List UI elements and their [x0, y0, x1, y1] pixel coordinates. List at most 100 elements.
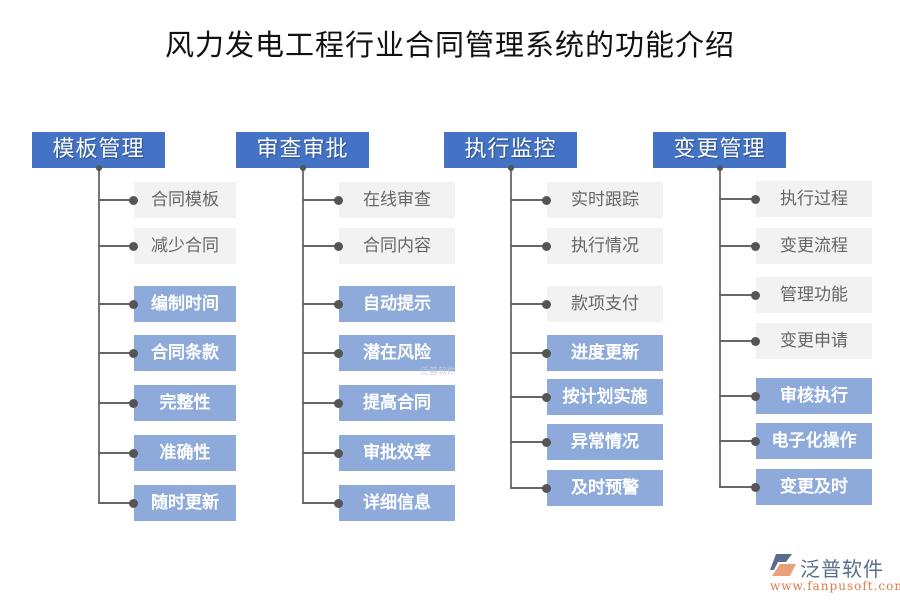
- column-header: 执行监控: [444, 132, 577, 168]
- diagram-title: 风力发电工程行业合同管理系统的功能介绍: [164, 28, 735, 62]
- branch-line: [302, 199, 339, 201]
- branch-line: [98, 502, 134, 504]
- column-header: 模板管理: [32, 132, 165, 168]
- branch-line: [302, 452, 339, 454]
- feature-item-gray: 变更申请: [756, 323, 872, 359]
- branch-line: [510, 245, 547, 247]
- branch-node-dot: [334, 349, 343, 358]
- feature-item-blue: 自动提示: [339, 286, 455, 322]
- feature-item-blue: 及时预警: [547, 470, 663, 506]
- tree-trunk-line: [302, 168, 304, 503]
- branch-line: [510, 441, 547, 443]
- trunk-node-dot: [508, 165, 514, 171]
- branch-line: [98, 245, 134, 247]
- feature-item-gray: 管理功能: [756, 277, 872, 313]
- branch-line: [98, 303, 134, 305]
- feature-item-blue: 异常情况: [547, 424, 663, 460]
- feature-item-blue: 按计划实施: [547, 379, 663, 415]
- feature-item-gray: 在线审查: [339, 182, 455, 218]
- feature-item-blue: 完整性: [134, 385, 236, 421]
- feature-item-gray: 合同内容: [339, 228, 455, 264]
- feature-item-blue: 审核执行: [756, 378, 872, 414]
- branch-node-dot: [751, 195, 760, 204]
- feature-item-blue: 随时更新: [134, 485, 236, 521]
- feature-item-gray: 实时跟踪: [547, 182, 663, 218]
- branch-node-dot: [334, 196, 343, 205]
- feature-item-gray: 合同模板: [134, 182, 236, 218]
- trunk-node-dot: [300, 165, 306, 171]
- branch-node-dot: [129, 349, 138, 358]
- branch-line: [302, 303, 339, 305]
- branch-node-dot: [129, 499, 138, 508]
- trunk-node-dot: [717, 165, 723, 171]
- feature-item-blue: 编制时间: [134, 286, 236, 322]
- branch-line: [302, 352, 339, 354]
- branch-node-dot: [542, 349, 551, 358]
- branch-node-dot: [542, 438, 551, 447]
- feature-item-blue: 合同条款: [134, 335, 236, 371]
- branch-line: [510, 396, 547, 398]
- tree-trunk-line: [98, 168, 100, 503]
- branch-node-dot: [542, 196, 551, 205]
- tree-trunk-line: [510, 168, 512, 488]
- branch-node-dot: [751, 392, 760, 401]
- branch-node-dot: [129, 449, 138, 458]
- branch-node-dot: [129, 196, 138, 205]
- branch-node-dot: [542, 242, 551, 251]
- branch-node-dot: [751, 437, 760, 446]
- feature-item-blue: 进度更新: [547, 335, 663, 371]
- branch-line: [719, 486, 756, 488]
- feature-item-blue: 潜在风险: [339, 335, 455, 371]
- branch-line: [719, 198, 756, 200]
- branch-line: [302, 245, 339, 247]
- branch-line: [98, 199, 134, 201]
- branch-line: [98, 352, 134, 354]
- branch-node-dot: [334, 449, 343, 458]
- branch-line: [302, 502, 339, 504]
- feature-item-gray: 变更流程: [756, 228, 872, 264]
- branch-line: [510, 352, 547, 354]
- fanpu-logo-icon: [770, 554, 796, 576]
- feature-item-gray: 款项支付: [547, 286, 663, 322]
- branch-line: [302, 402, 339, 404]
- feature-item-blue: 变更及时: [756, 469, 872, 505]
- tree-trunk-line: [719, 168, 721, 487]
- branch-node-dot: [542, 393, 551, 402]
- feature-item-gray: 执行过程: [756, 181, 872, 217]
- branch-line: [510, 487, 547, 489]
- trunk-node-dot: [96, 165, 102, 171]
- branch-node-dot: [751, 291, 760, 300]
- branch-node-dot: [129, 242, 138, 251]
- feature-item-blue: 电子化操作: [756, 423, 872, 459]
- branch-node-dot: [751, 242, 760, 251]
- branch-line: [719, 440, 756, 442]
- feature-item-blue: 提高合同: [339, 385, 455, 421]
- feature-item-gray: 减少合同: [134, 228, 236, 264]
- feature-item-gray: 执行情况: [547, 228, 663, 264]
- feature-item-blue: 审批效率: [339, 435, 455, 471]
- branch-node-dot: [129, 300, 138, 309]
- branch-line: [510, 303, 547, 305]
- branch-line: [719, 294, 756, 296]
- branch-node-dot: [334, 300, 343, 309]
- branch-node-dot: [751, 337, 760, 346]
- branch-node-dot: [542, 300, 551, 309]
- branch-node-dot: [334, 399, 343, 408]
- logo-url: www.fanpusoft.com: [770, 579, 900, 593]
- branch-line: [719, 340, 756, 342]
- logo-name: 泛普软件: [800, 557, 884, 581]
- column-header: 变更管理: [653, 132, 786, 168]
- column-header: 审查审批: [236, 132, 369, 168]
- branch-node-dot: [334, 242, 343, 251]
- feature-item-blue: 详细信息: [339, 485, 455, 521]
- branch-node-dot: [129, 399, 138, 408]
- branch-line: [719, 245, 756, 247]
- branch-line: [98, 452, 134, 454]
- branch-line: [719, 395, 756, 397]
- branch-line: [98, 402, 134, 404]
- branch-node-dot: [542, 484, 551, 493]
- feature-item-blue: 准确性: [134, 435, 236, 471]
- branch-node-dot: [334, 499, 343, 508]
- branch-line: [510, 199, 547, 201]
- branch-node-dot: [751, 483, 760, 492]
